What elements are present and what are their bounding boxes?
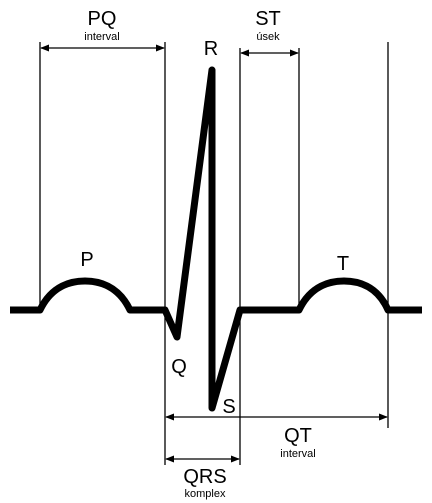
qt-label: QT <box>284 425 312 447</box>
qrs-sub-label: komplex <box>185 488 226 500</box>
wave-p-label: P <box>80 249 93 271</box>
qrs-label: QRS <box>183 466 226 488</box>
wave-s-label: S <box>222 396 235 418</box>
wave-r-label: R <box>204 38 218 60</box>
pq-label: PQ <box>88 8 117 30</box>
pq-sub-label: interval <box>84 31 119 43</box>
st-label: ST <box>255 8 281 30</box>
wave-q-label: Q <box>171 356 187 378</box>
st-sub-label: úsek <box>256 31 280 43</box>
wave-t-label: T <box>337 253 349 275</box>
ecg-trace <box>10 66 422 412</box>
qt-sub-label: interval <box>280 448 315 460</box>
